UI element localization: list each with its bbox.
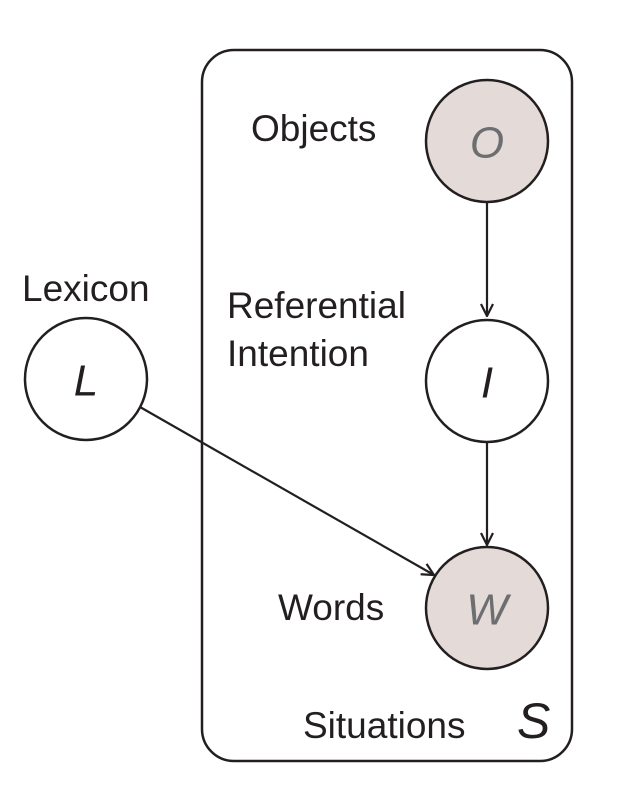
intention-label-line1: Referential [227,285,406,326]
edge-lexicon-to-words [139,406,434,575]
intention-node-symbol: I [481,359,493,408]
lexicon-node-symbol: L [74,357,98,406]
plate-label: Situations [303,705,466,746]
objects-node-symbol: O [470,119,504,168]
lexicon-node [23,316,149,442]
plate-symbol: S [517,693,550,749]
intention-label-line2: Intention [227,333,369,374]
words-label: Words [278,587,384,628]
words-node-symbol: W [466,586,511,635]
lexicon-label: Lexicon [22,268,150,309]
intention-node [424,318,550,444]
situations-plate [200,48,574,763]
objects-label: Objects [251,108,376,149]
objects-node [424,78,550,204]
words-node [424,545,550,671]
